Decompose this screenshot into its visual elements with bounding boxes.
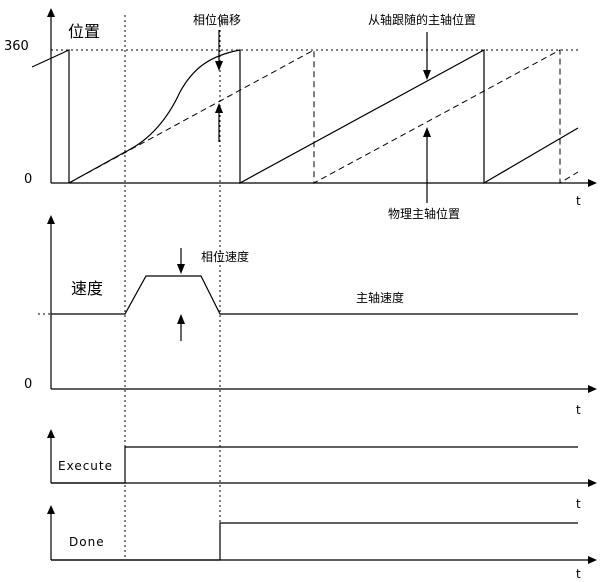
- follower-arrow-down: [423, 70, 431, 80]
- follower-master-position-curve: [68, 48, 579, 185]
- done-x-axis-arrow: [588, 556, 597, 564]
- phase-speed-label: 相位速度: [201, 249, 249, 264]
- phase-speed-arrow-down: [177, 264, 185, 274]
- phase-speed-arrow-up: [177, 314, 185, 324]
- speed-x-axis-arrow: [588, 385, 597, 393]
- execute-t-label: t: [576, 497, 581, 511]
- position-panel: 位置 360 0 t 相位偏移 从轴跟随的主轴位置 物理主轴位置: [4, 8, 597, 221]
- done-signal-curve: [51, 522, 578, 561]
- done-signal-label: Done: [69, 535, 105, 549]
- tick-label-zero-speed: 0: [24, 377, 32, 392]
- phase-offset-label: 相位偏移: [193, 12, 241, 27]
- position-y-axis-arrow: [47, 8, 55, 17]
- phase-offset-arrow-up: [215, 103, 223, 113]
- done-t-label: t: [576, 567, 581, 581]
- execute-signal-curve: [51, 446, 578, 484]
- done-panel: Done t: [47, 505, 597, 581]
- master-speed-label: 主轴速度: [356, 290, 404, 305]
- physical-position-label: 物理主轴位置: [388, 206, 460, 221]
- tick-label-zero-position: 0: [24, 172, 32, 187]
- speed-t-label: t: [576, 403, 581, 417]
- physical-master-position-curve: [68, 49, 579, 184]
- follower-position-initial: [31, 49, 70, 183]
- position-t-label: t: [576, 194, 581, 208]
- phase-offset-arrow-down: [215, 61, 223, 71]
- position-y-label: 位置: [68, 22, 100, 41]
- done-y-axis-arrow: [47, 505, 55, 514]
- execute-x-axis-arrow: [588, 479, 597, 487]
- physical-arrow-up: [423, 127, 431, 137]
- speed-panel: 速度 0 t 相位速度 主轴速度: [24, 215, 597, 417]
- position-x-axis-arrow: [588, 179, 597, 187]
- follower-position-label: 从轴跟随的主轴位置: [368, 12, 476, 27]
- speed-y-axis-arrow: [47, 215, 55, 224]
- tick-label-360: 360: [4, 39, 29, 54]
- execute-y-axis-arrow: [47, 429, 55, 438]
- speed-y-label: 速度: [71, 279, 103, 298]
- speed-curve: [51, 275, 578, 315]
- execute-signal-label: Execute: [58, 459, 113, 473]
- execute-panel: Execute t: [47, 429, 597, 511]
